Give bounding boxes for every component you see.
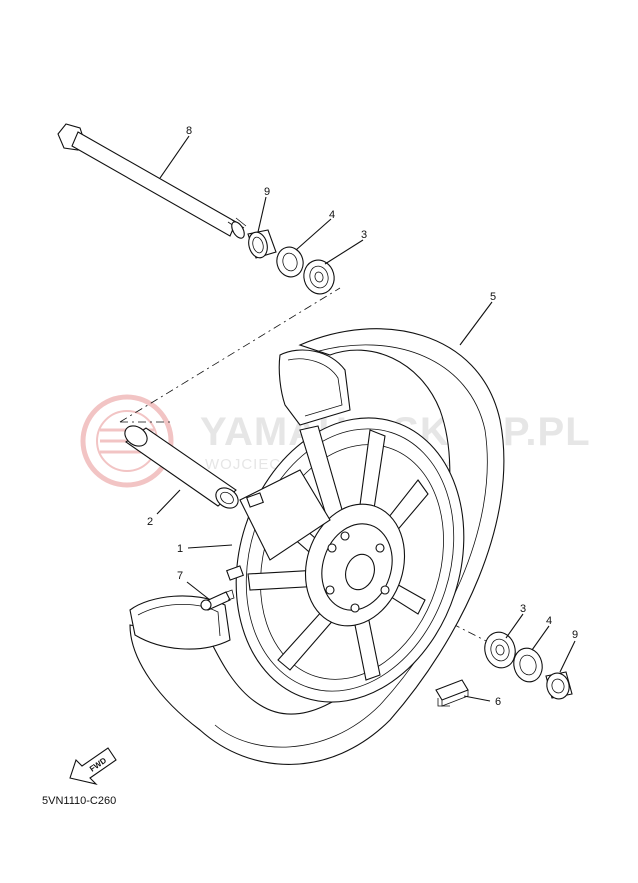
- leader-lines: [156, 135, 576, 702]
- callout-axle: 8: [186, 125, 192, 137]
- fwd-arrow-icon: FWD: [69, 747, 117, 785]
- callout-collar-right: 9: [572, 629, 578, 641]
- balance-weight: [435, 679, 469, 707]
- callout-valve: 7: [177, 570, 183, 582]
- oil-seal-right: [513, 647, 543, 683]
- diagram-code: 5VN1110-C260: [42, 795, 116, 807]
- cast-wheel: [226, 417, 465, 703]
- callout-bearing-right: 3: [520, 603, 526, 615]
- oil-seal-top: [276, 246, 304, 278]
- assembly-guide-line: [119, 287, 341, 423]
- callout-tire: 5: [490, 291, 496, 303]
- collar-right: [545, 671, 573, 700]
- callout-seal-top: 4: [329, 209, 335, 221]
- tire-valve: [200, 589, 235, 611]
- front-axle: [57, 123, 247, 239]
- bearing-top: [303, 259, 335, 295]
- callout-bearing-top: 3: [361, 229, 367, 241]
- callout-spacer: 2: [147, 516, 153, 528]
- callout-balance-weight: 6: [495, 696, 501, 708]
- callout-numbers: 8 9 4 3 5 2 1 7 3 4 9 6: [147, 125, 578, 708]
- collar-top: [247, 229, 277, 259]
- spacer: [124, 425, 239, 509]
- callout-seal-right: 4: [546, 615, 552, 627]
- callout-wheel: 1: [177, 543, 183, 555]
- bearing-right: [484, 631, 516, 669]
- callout-collar-top: 9: [264, 186, 270, 198]
